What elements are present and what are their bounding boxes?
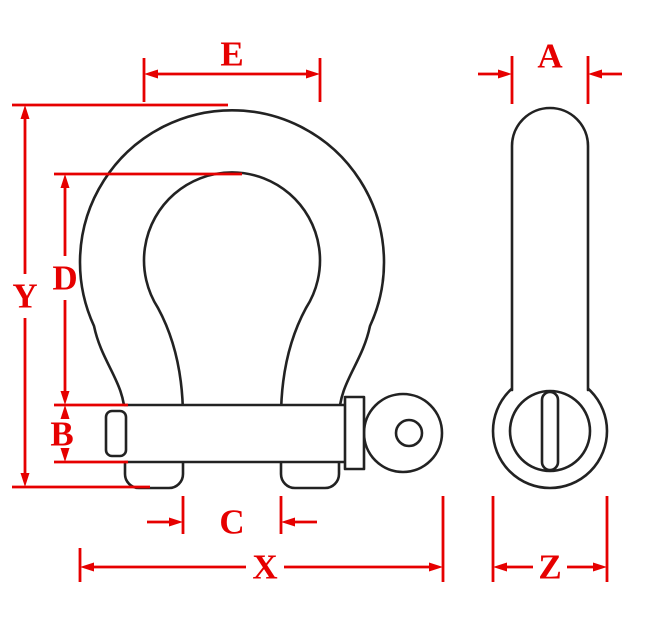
dimension-a: A [478,37,622,104]
dimension-z: Z [491,496,609,587]
arrowhead-down-icon [20,473,30,487]
bow-body-outline [78,108,386,490]
dim-label-a: A [537,37,563,76]
pin-tip [104,409,128,458]
arrowhead-right-icon [498,69,512,79]
front-view-bow-shackle [78,108,444,490]
pin-shaft-fill [121,405,346,462]
arrowhead-left-icon [80,562,94,572]
dimension-e: E [142,35,322,102]
dimension-b: B [50,405,128,464]
dimension-c: C [147,496,317,542]
pin-head-hole [394,418,424,448]
arrowhead-right-icon [593,562,607,572]
side-body-fill [512,108,588,390]
dim-label-c: C [219,503,244,542]
arrowhead-left-icon [493,562,507,572]
arrowhead-up-icon [60,174,70,188]
arrowhead-left-icon [281,517,295,527]
pin-collar [343,395,366,471]
dim-label-b: B [50,415,73,454]
dim-label-y: Y [12,277,37,316]
pin-shaft-lines [123,403,348,464]
dim-label-z: Z [538,548,561,587]
arrowhead-right-icon [169,517,183,527]
dim-label-x: X [252,548,277,587]
dimension-d: D [52,172,242,407]
arrowhead-down-icon [60,391,70,405]
arrowhead-left-icon [588,69,602,79]
side-pin-slot [540,390,560,472]
arrowhead-down-icon [60,448,70,462]
arrowhead-left-icon [144,69,158,79]
dim-label-d: D [52,259,77,298]
arrowhead-right-icon [306,69,320,79]
dim-label-e: E [220,35,243,74]
dimension-x: X [78,496,445,587]
arrowhead-up-icon [20,105,30,119]
side-body-outline [510,106,590,392]
side-view-shackle-profile [491,106,609,490]
dimension-y: Y [12,103,228,489]
arrowhead-up-icon [60,405,70,419]
arrowhead-right-icon [429,562,443,572]
